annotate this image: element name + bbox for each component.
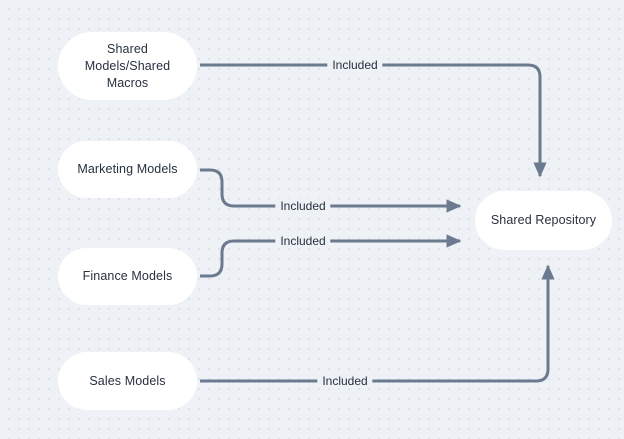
node-marketing-models[interactable]: Marketing Models	[58, 141, 197, 198]
node-label: Finance Models	[82, 269, 173, 283]
node-sales-models[interactable]: Sales Models	[58, 352, 197, 410]
node-label: Marketing Models	[77, 162, 178, 176]
edge-shared-models[interactable]	[200, 63, 547, 178]
edge-label-marketing-models: Included	[275, 199, 331, 213]
node-shared-repository[interactable]: Shared Repository	[475, 191, 612, 250]
node-shared-models[interactable]: Shared Models/Shared Macros	[58, 32, 197, 100]
node-finance-models[interactable]: Finance Models	[58, 248, 197, 305]
node-label: Sales Models	[89, 373, 166, 388]
edge-label-finance-models: Included	[275, 234, 331, 248]
edge-marketing-models[interactable]	[200, 168, 462, 213]
edge-finance-models[interactable]	[200, 234, 462, 278]
edge-label-shared-models: Included	[327, 58, 383, 72]
edge-label-sales-models: Included	[317, 374, 373, 388]
edge-sales-models[interactable]	[200, 264, 555, 383]
node-label: Shared Models/Shared Macros	[84, 41, 171, 90]
node-label: Shared Repository	[490, 213, 597, 227]
